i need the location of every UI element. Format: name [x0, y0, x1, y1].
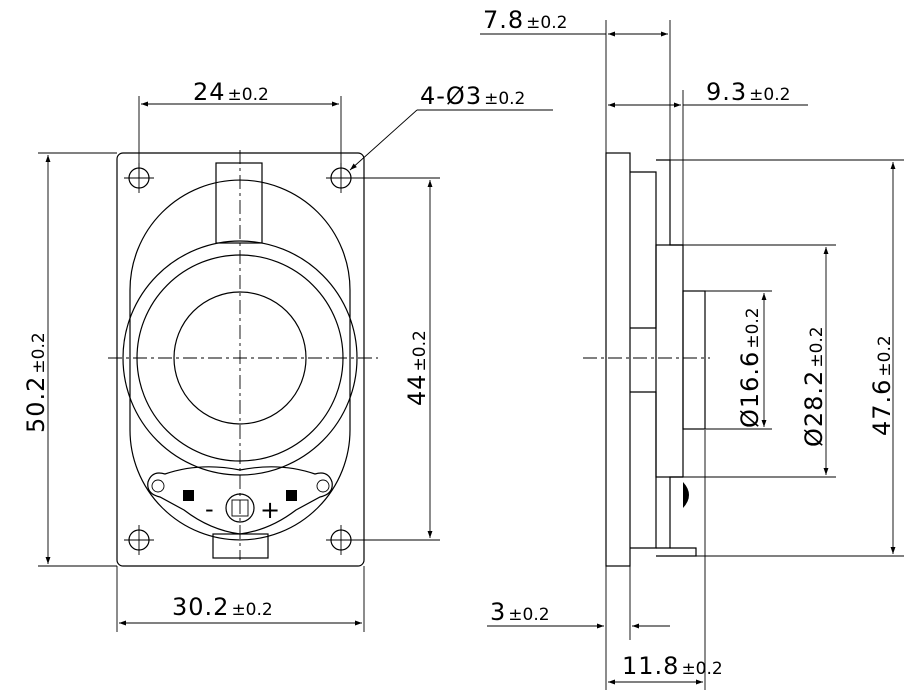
side-terminal-foot [656, 547, 697, 557]
dim-top-depth-label: 7.8±0.2 [483, 6, 567, 34]
dim-outer-diameter-label: Ø28.2±0.2 [800, 326, 828, 447]
dim-hole-spacing-label: 24±0.2 [193, 78, 269, 106]
side-frame-upper [630, 171, 657, 329]
terminal-board [147, 466, 333, 535]
dim-inner-diameter: Ø16.6±0.2 [705, 290, 772, 430]
dim-outer-diameter: Ø28.2±0.2 [683, 244, 836, 478]
side-frame-lower [630, 391, 657, 549]
side-view: 7.8±0.2 9.3±0.2 Ø16.6±0.2 Ø28.2±0.2 [480, 6, 904, 690]
oval-cone [129, 179, 351, 541]
terminal-lug-left [151, 479, 165, 493]
dim-top-depth: 7.8±0.2 [480, 6, 671, 160]
terminal-lug-right [316, 479, 330, 493]
terminal-minus-label: - [205, 495, 215, 523]
dim-inner-diameter-label: Ø16.6±0.2 [736, 307, 764, 428]
solder-pad-minus [183, 490, 194, 501]
dim-magnet-depth-label: 9.3±0.2 [706, 78, 790, 106]
dim-magnet-depth: 9.3±0.2 [608, 78, 808, 245]
dim-height: 50.2±0.2 [22, 152, 117, 567]
dim-height-label: 50.2±0.2 [22, 332, 50, 433]
dim-hole-vertical: 44±0.2 [341, 177, 440, 541]
side-pole-piece [682, 290, 706, 430]
dim-width-label: 30.2±0.2 [172, 593, 273, 621]
dust-cap [173, 291, 307, 425]
dim-width: 30.2±0.2 [116, 566, 365, 632]
side-rear-top [656, 159, 683, 246]
dim-hole-spacing: 24±0.2 [138, 78, 342, 178]
front-frame [116, 152, 365, 567]
dim-side-height: 47.6±0.2 [670, 159, 904, 557]
side-flange [605, 152, 631, 567]
mounting-hole-bottom-left [124, 525, 154, 555]
bottom-tab [212, 533, 269, 559]
front-view: - + 24±0.2 4-Ø3±0.2 50.2±0.2 [22, 78, 553, 632]
dim-total-depth: 11.8±0.2 [608, 430, 723, 690]
dim-holes-label: 4-Ø3±0.2 [420, 82, 525, 110]
dim-flange: 3±0.2 [487, 566, 670, 690]
dim-flange-label: 3±0.2 [490, 598, 550, 626]
terminal-plus-label: + [260, 496, 281, 524]
side-magnet [655, 244, 684, 478]
dim-side-height-label: 47.6±0.2 [868, 335, 896, 436]
dim-total-depth-label: 11.8±0.2 [622, 652, 723, 680]
dim-holes: 4-Ø3±0.2 [349, 82, 553, 171]
top-tab [215, 162, 263, 244]
solder-pad-plus [286, 490, 297, 501]
side-terminal-bump [683, 482, 689, 508]
side-rear-bottom [656, 476, 683, 549]
dim-hole-vertical-label: 44±0.2 [403, 330, 431, 406]
